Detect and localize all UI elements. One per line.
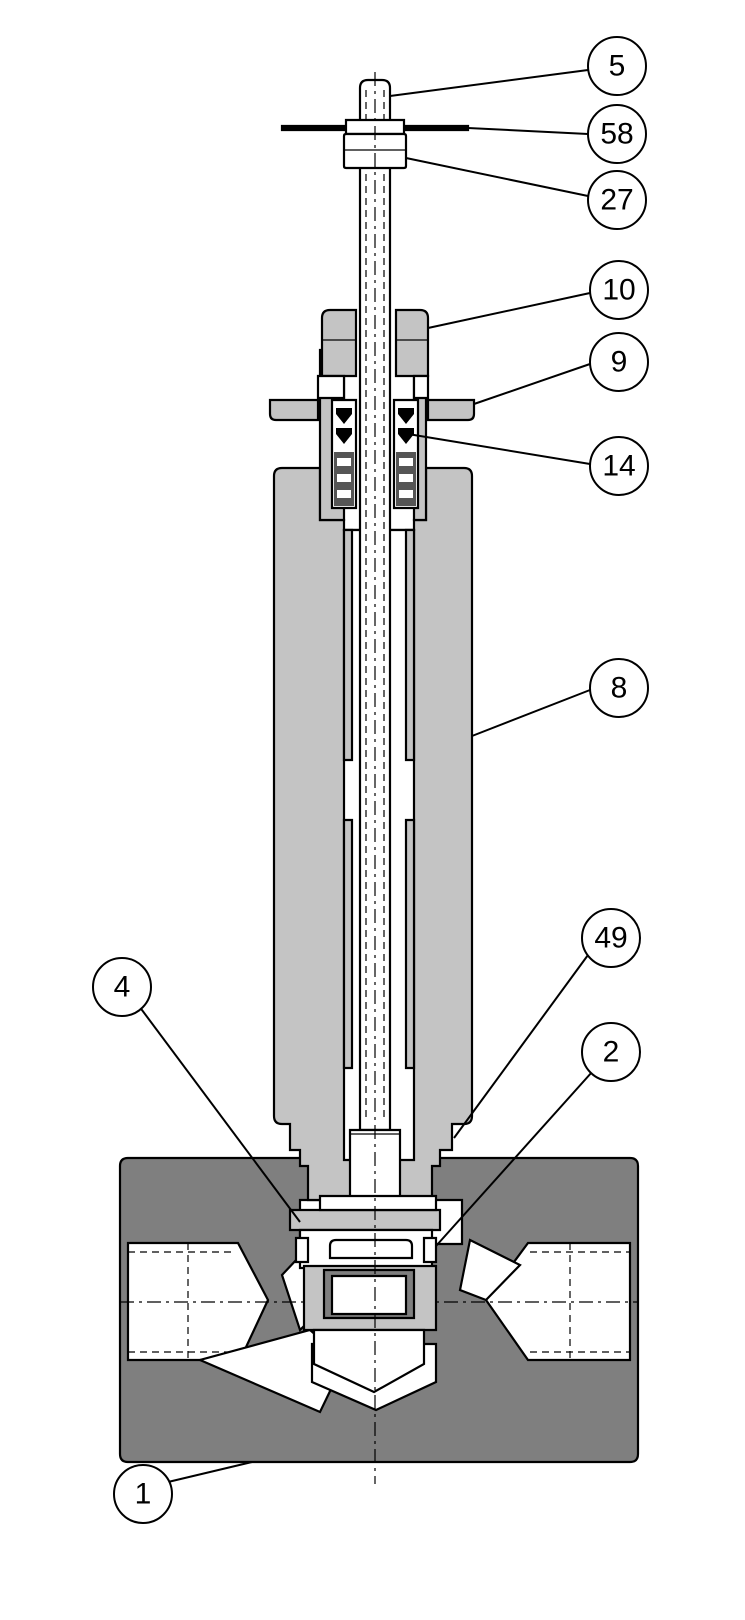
- callout-label: 10: [602, 274, 635, 307]
- callout-8: 8: [589, 658, 649, 718]
- callout-label: 27: [600, 184, 633, 217]
- gland-flange: [268, 374, 476, 422]
- callout-10: 10: [589, 260, 649, 320]
- callout-58: 58: [587, 104, 647, 164]
- callout-14: 14: [589, 436, 649, 496]
- callout-1: 1: [113, 1464, 173, 1524]
- callout-4: 4: [92, 957, 152, 1017]
- leader-lines: [135, 69, 593, 1483]
- packing-rings: [330, 398, 420, 510]
- callout-label: 58: [600, 118, 633, 151]
- handle-and-nut: [280, 118, 470, 170]
- callout-label: 4: [114, 971, 131, 1004]
- callout-49: 49: [581, 908, 641, 968]
- callout-label: 49: [594, 922, 627, 955]
- callout-label: 1: [135, 1478, 152, 1511]
- callout-label: 14: [602, 450, 635, 483]
- disc-assembly: [288, 1194, 442, 1394]
- callout-2: 2: [581, 1022, 641, 1082]
- callout-label: 5: [609, 50, 626, 83]
- callout-label: 2: [603, 1036, 620, 1069]
- callout-label: 9: [611, 346, 628, 379]
- callout-27: 27: [587, 170, 647, 230]
- callout-5: 5: [587, 36, 647, 96]
- gland-nut: [320, 308, 430, 378]
- callout-label: 8: [611, 672, 628, 705]
- callout-9: 9: [589, 332, 649, 392]
